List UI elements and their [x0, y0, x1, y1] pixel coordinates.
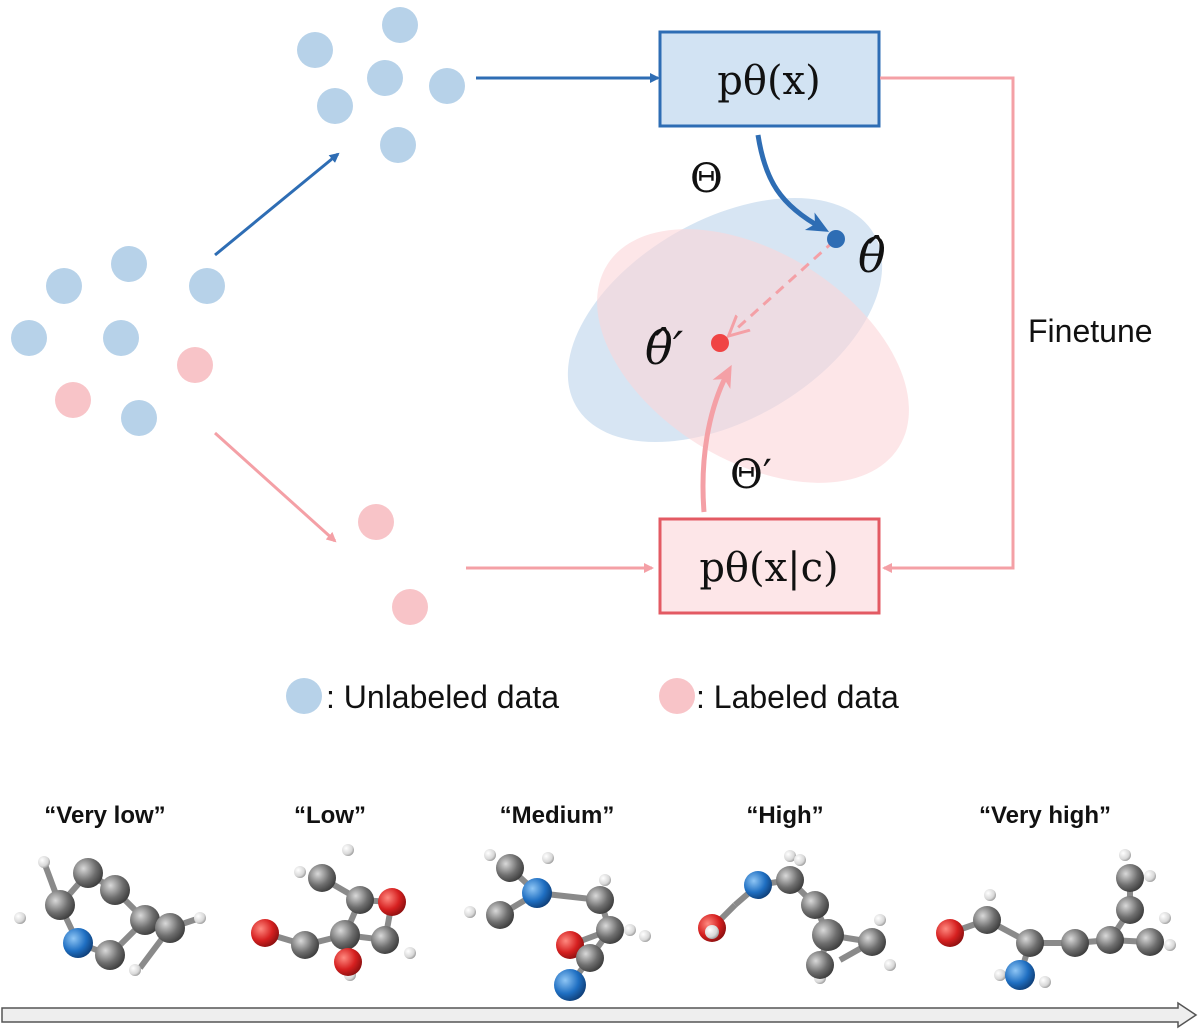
molecule-very-low	[14, 856, 206, 976]
mixed-data-cluster	[11, 246, 225, 436]
theta-hat-label: θ̂	[858, 229, 886, 283]
labeled-dot	[392, 589, 428, 625]
unlabeled-dot	[317, 88, 353, 124]
legend-labeled-label: : Labeled data	[696, 679, 899, 715]
unlabeled-dot	[297, 32, 333, 68]
labeled-dot	[358, 504, 394, 540]
finetune-estimate-arrow	[700, 364, 732, 513]
legend: : Unlabeled data : Labeled data	[286, 678, 899, 715]
big-theta-prime-label: Θ′	[730, 452, 772, 498]
molecule-label-low: “Low”	[294, 802, 366, 829]
molecule-high	[698, 850, 896, 984]
unlabeled-model-formula: pθ(x)	[717, 58, 820, 104]
legend-labeled-swatch	[659, 678, 695, 714]
unlabeled-dot	[189, 268, 225, 304]
finetune-loop-arrow	[880, 76, 1015, 573]
pretrain-estimate-arrow	[755, 134, 830, 232]
big-theta-label: Θ	[690, 156, 723, 202]
split-arrow-labeled	[213, 431, 337, 543]
unlabeled-model-box: pθ(x)	[658, 30, 881, 128]
labeled-model-formula: pθ(x|c)	[699, 545, 838, 591]
unlabeled-dot	[367, 60, 403, 96]
theta-hat-prime-point	[711, 334, 729, 352]
unlabeled-dot	[103, 320, 139, 356]
unlabeled-dot	[121, 400, 157, 436]
unlabeled-dot	[380, 127, 416, 163]
molecule-label-high: “High”	[746, 802, 823, 829]
labeled-data-cluster	[358, 504, 428, 625]
finetune-label: Finetune	[1028, 313, 1153, 349]
molecule-label-very-high: “Very high”	[979, 802, 1111, 829]
labeled-dot	[55, 382, 91, 418]
unlabeled-data-cluster	[297, 7, 465, 163]
molecule-low	[251, 844, 416, 981]
unlabeled-dot	[46, 268, 82, 304]
unlabeled-dot	[429, 68, 465, 104]
unlabeled-dot	[382, 7, 418, 43]
molecule-label-medium: “Medium”	[500, 802, 615, 829]
molecule-label-very-low: “Very low”	[44, 802, 165, 829]
theta-hat-prime-label: θ̂′	[645, 321, 684, 375]
finetune-parameter-space	[597, 229, 909, 483]
legend-unlabeled-swatch	[286, 678, 322, 714]
molecule-medium	[464, 849, 651, 1001]
parameter-shift-arrow	[733, 239, 836, 332]
theta-hat-point	[827, 230, 845, 248]
labeled-dot	[177, 347, 213, 383]
unlabeled-dot	[11, 320, 47, 356]
unlabeled-dot	[111, 246, 147, 282]
legend-unlabeled-label: : Unlabeled data	[326, 679, 559, 715]
property-scale-arrow	[1, 1001, 1198, 1029]
labeled-model-box: pθ(x|c)	[658, 517, 881, 615]
split-arrow-unlabeled	[214, 152, 340, 257]
molecule-very-high	[936, 849, 1176, 990]
